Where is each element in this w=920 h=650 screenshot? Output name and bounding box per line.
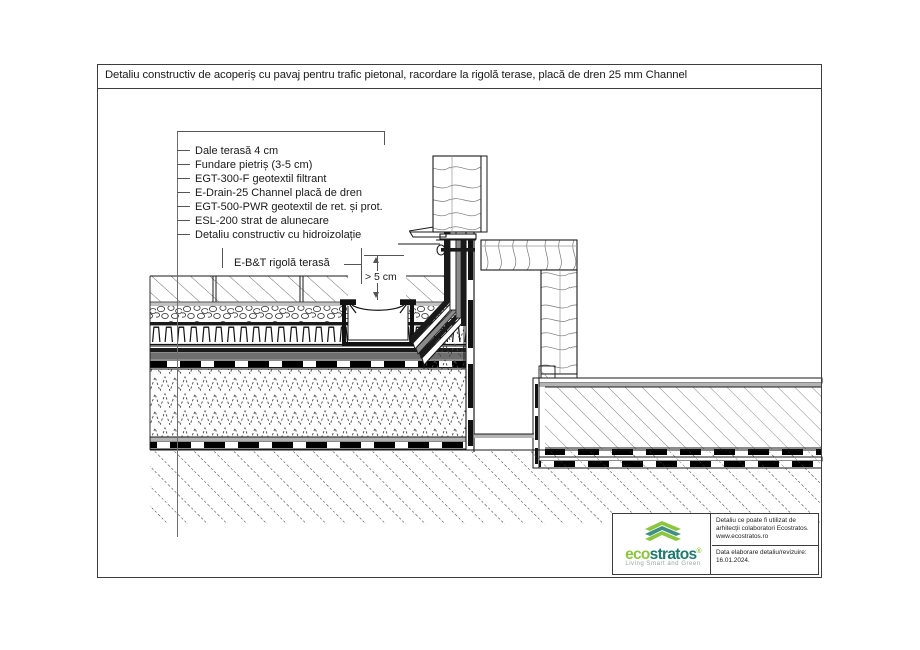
note-line-1: Detaliu ce poate fi utilizat de bbox=[716, 517, 796, 524]
legend-item-1: Fundare pietriș (3-5 cm) bbox=[177, 159, 312, 173]
logo-eco-text: eco bbox=[625, 546, 650, 564]
legend-item-0: Dale terasă 4 cm bbox=[177, 145, 278, 159]
legend-item-3: E-Drain-25 Channel placă de dren bbox=[177, 187, 362, 201]
legend-item-label: EGT-300-F geotextil filtrant bbox=[195, 173, 327, 185]
legend-item-label: ESL-200 strat de alunecare bbox=[195, 215, 329, 227]
legend-item-label: Detaliu constructiv cu hidroizolație bbox=[195, 229, 362, 241]
legend-item-4: EGT-500-PWR geotextil de ret. și prot. bbox=[177, 201, 383, 215]
vapour-barrier-left bbox=[150, 437, 470, 450]
note-line-3: www.ecostratos.ro bbox=[716, 533, 769, 541]
legend-dash-icon bbox=[177, 149, 190, 151]
title-block-date: Data elaborare detaliu/revizuire: 16.01.… bbox=[712, 546, 819, 574]
date-label: Data elaborare detaliu/revizuire: bbox=[716, 549, 807, 556]
dimension-arrow-up-icon bbox=[373, 257, 379, 263]
logo-cell: ecostratos® Living Smart and Green bbox=[613, 514, 711, 574]
membrane-upstand-angled bbox=[410, 292, 465, 370]
title-block-note: Detaliu ce poate fi utilizat de arhitecț… bbox=[712, 514, 819, 546]
legend-dash-icon bbox=[177, 191, 190, 193]
gutter-callout-leader bbox=[344, 264, 362, 265]
title-block: ecostratos® Living Smart and Green Detal… bbox=[612, 513, 819, 575]
legend-item-label: Fundare pietriș (3-5 cm) bbox=[195, 159, 313, 171]
legend-item-label: E-Drain-25 Channel placă de dren bbox=[195, 187, 362, 199]
logo-tagline: Living Smart and Green bbox=[625, 560, 701, 567]
legend-dash-icon bbox=[177, 177, 190, 179]
logo-wordmark: ecostratos® bbox=[619, 544, 707, 564]
legend-right-tick bbox=[384, 131, 385, 145]
page-title: Detaliu constructiv de acoperiș cu pavaj… bbox=[105, 69, 688, 81]
legend-item-label: EGT-500-PWR geotextil de ret. și prot. bbox=[195, 201, 383, 213]
dimension-extension-line bbox=[364, 255, 404, 256]
dimension-arrow-down-icon bbox=[373, 292, 379, 298]
wall-upstand-membranes bbox=[444, 227, 475, 452]
legend-leader-vertical bbox=[177, 131, 178, 537]
legend-item-label: Dale terasă 4 cm bbox=[195, 145, 279, 157]
gutter-callout-label: E-B&T rigolă terasă bbox=[234, 257, 330, 269]
legend-item-2: EGT-300-F geotextil filtrant bbox=[177, 173, 326, 187]
legend-dash-icon bbox=[177, 205, 190, 207]
gutter-callout-left-tick bbox=[222, 248, 223, 268]
gutter-callout-leader-vertical bbox=[361, 248, 362, 284]
logo-stratos-text: stratos bbox=[649, 546, 697, 564]
wood-threshold-horizontal bbox=[480, 239, 578, 271]
door-frame-wood bbox=[432, 155, 488, 233]
legend-item-5: ESL-200 strat de alunecare bbox=[177, 215, 329, 229]
waterproofing-membrane-stack bbox=[150, 345, 470, 368]
note-line-2: arhitecții colaboratori Ecostratos. bbox=[716, 525, 809, 533]
legend-top-rule bbox=[177, 131, 385, 132]
dimension-label: > 5 cm bbox=[364, 271, 398, 283]
thermal-insulation-layer bbox=[150, 368, 470, 438]
legend-dash-icon bbox=[177, 219, 190, 221]
legend-item-6: Detaliu constructiv cu hidroizolație bbox=[177, 229, 361, 243]
legend-dash-icon bbox=[177, 163, 190, 165]
legend-dash-icon bbox=[177, 233, 190, 235]
ecostratos-roof-logo-icon bbox=[645, 521, 681, 541]
drawing-title-bar: Detaliu constructiv de acoperiș cu pavaj… bbox=[97, 64, 822, 89]
logo-registered-mark: ® bbox=[696, 548, 701, 555]
ground-hatch-bottom bbox=[150, 449, 822, 524]
drawing-frame bbox=[97, 64, 822, 578]
date-value: 16.01.2024. bbox=[716, 557, 750, 565]
drainage-channel bbox=[340, 299, 416, 346]
